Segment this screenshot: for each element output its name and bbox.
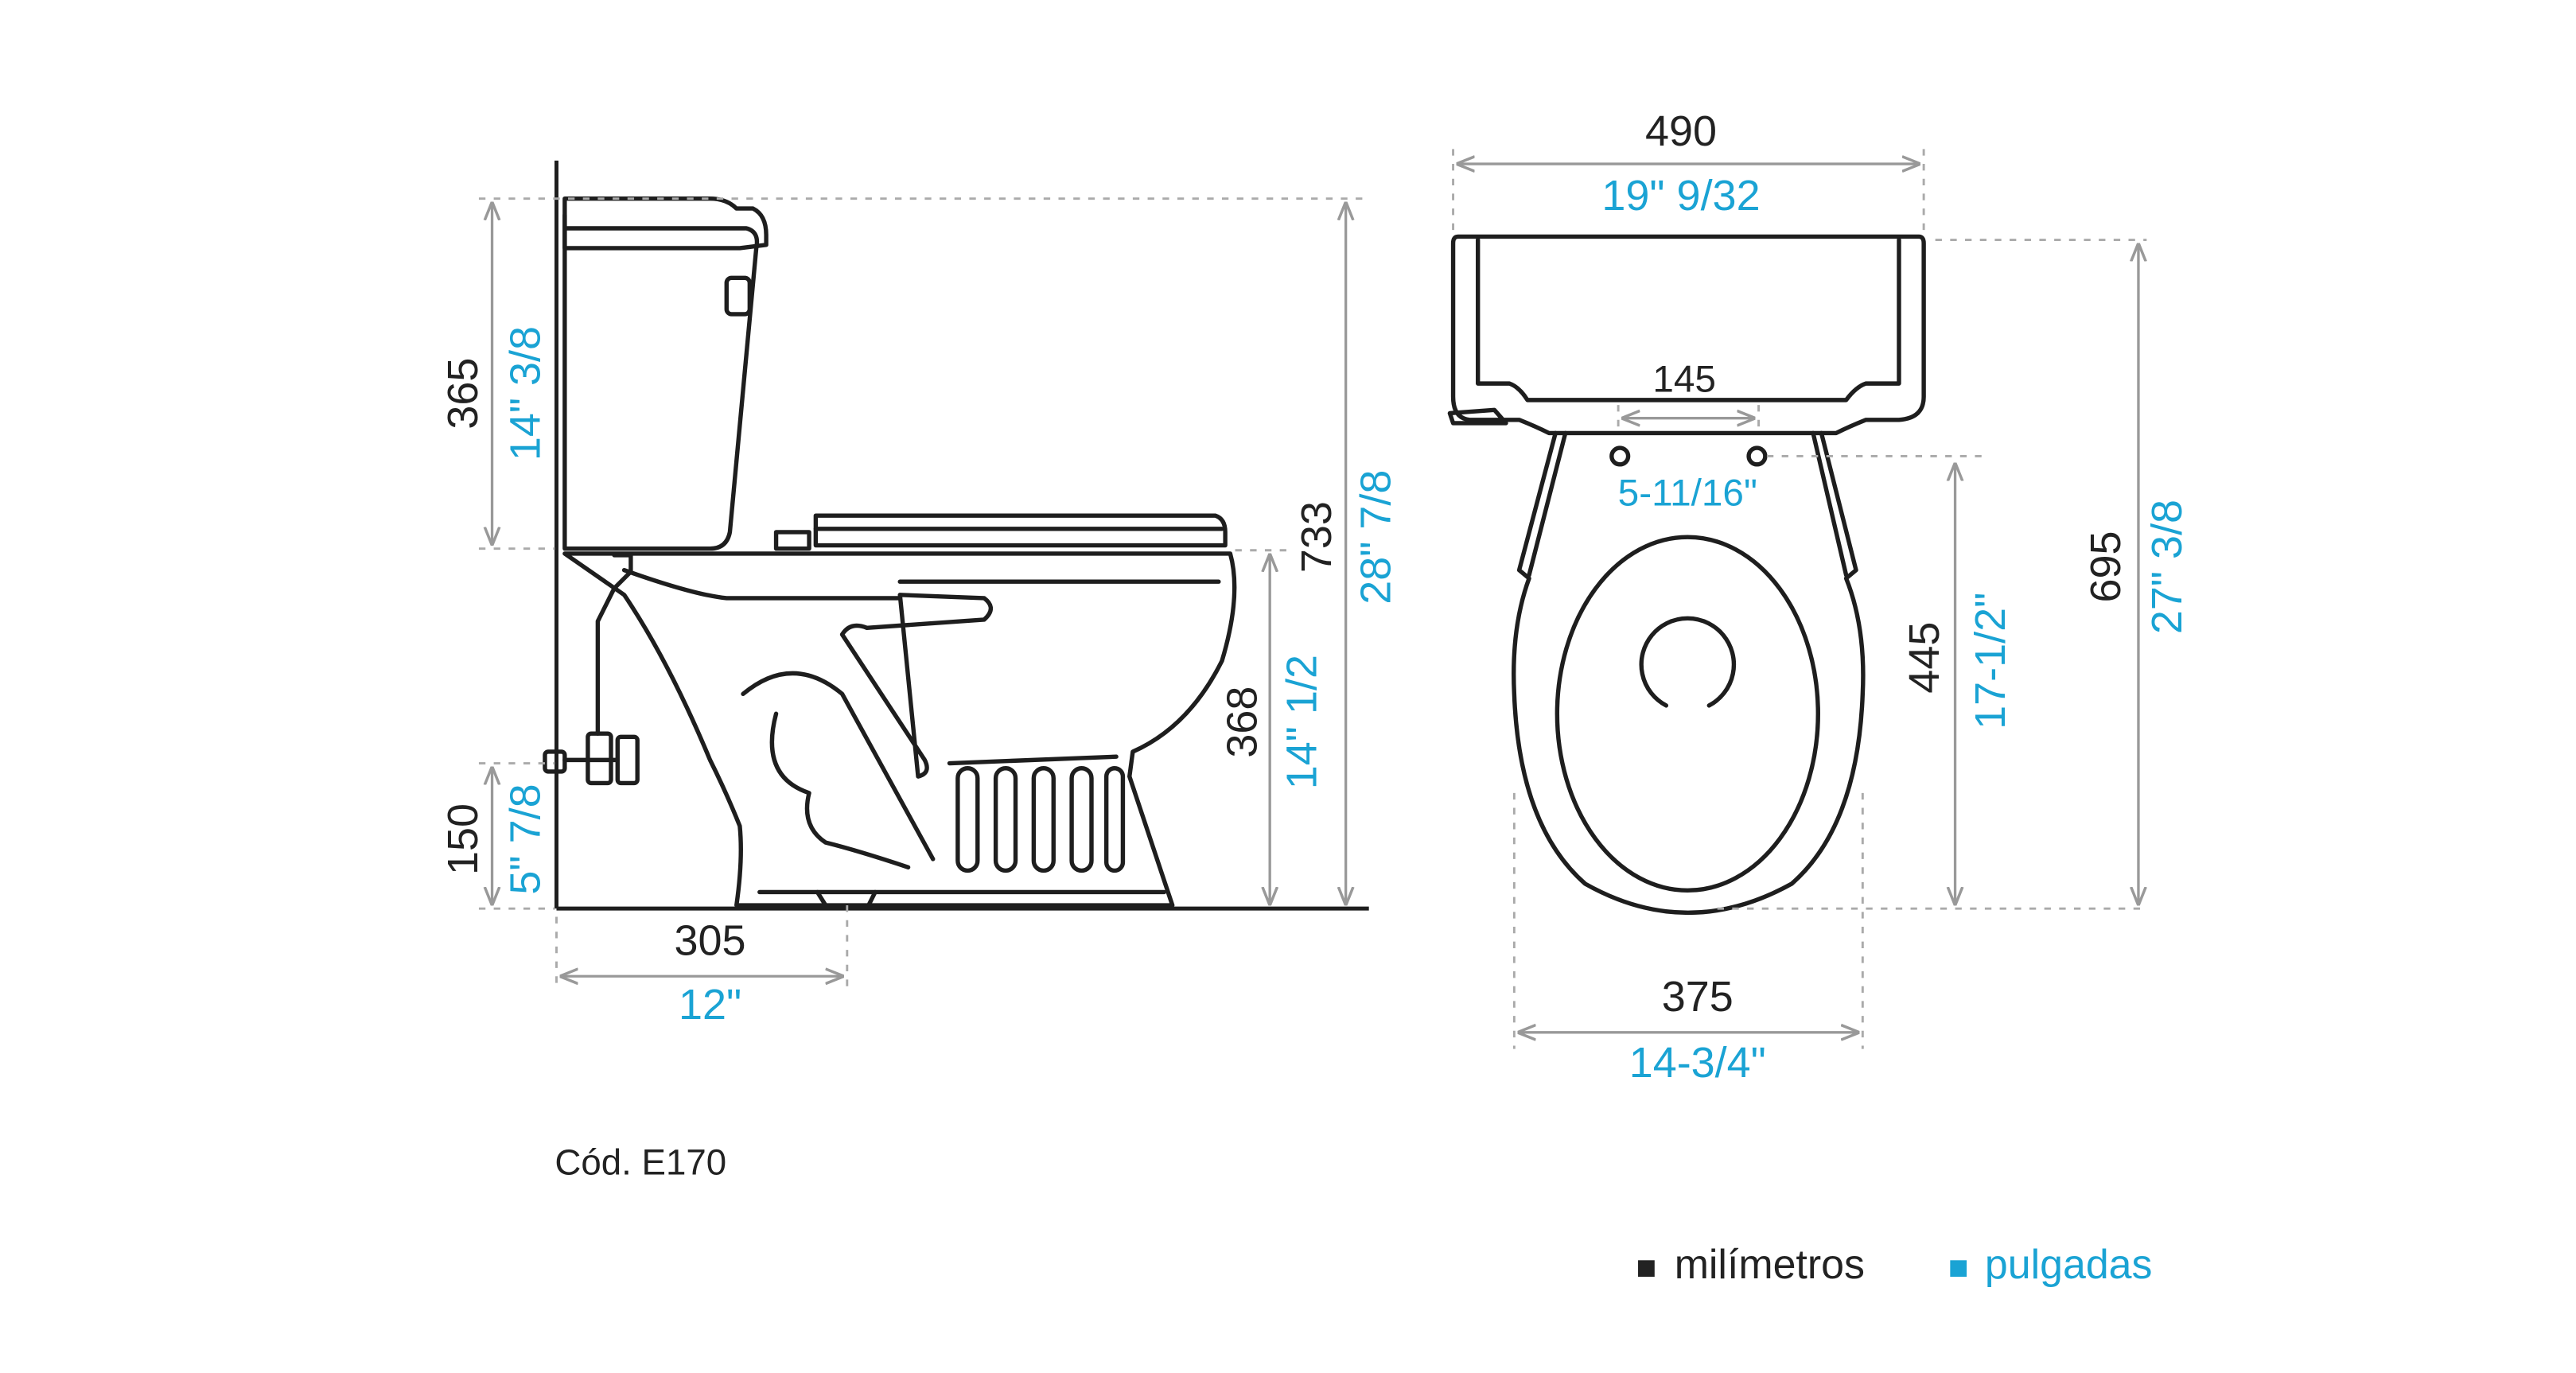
top-view: 490 19" 9/32 145 5-11/16" 445 17-1/2" 69…: [1447, 107, 2191, 1087]
inlet-height-in: 5" 7/8: [502, 784, 550, 894]
side-view: 365 14" 3/8 150 5" 7/8 733 28" 7/8 368 1…: [439, 160, 1400, 1029]
legend-millimeters-swatch: [1638, 1260, 1655, 1278]
tank-width-in: 19" 9/32: [1601, 172, 1760, 220]
tank-height-in: 14" 3/8: [502, 326, 550, 461]
product-code: Cód. E170: [555, 1142, 726, 1182]
bowl-width-in: 14-3/4": [1629, 1039, 1766, 1087]
rough-in-in: 12": [679, 981, 741, 1029]
tank-width-mm: 490: [1645, 107, 1717, 155]
bolt-spacing-in: 5-11/16": [1618, 473, 1757, 515]
legend-millimeters-label: milímetros: [1675, 1241, 1865, 1287]
bolt-spacing-mm: 145: [1652, 358, 1716, 400]
legend: milímetros pulgadas: [1638, 1241, 2152, 1287]
bowl-height-mm: 368: [1219, 686, 1267, 758]
toilet-top-drawing: [1447, 234, 1926, 915]
toilet-side-drawing: [543, 196, 1237, 908]
bowl-length-in: 17-1/2": [1967, 593, 2014, 729]
bowl-width-mm: 375: [1662, 973, 1734, 1021]
legend-inches-label: pulgadas: [1985, 1241, 2153, 1287]
bowl-height-in: 14" 1/2: [1278, 655, 1325, 789]
tank-height-mm: 365: [439, 358, 487, 430]
legend-inches-swatch: [1950, 1260, 1967, 1278]
total-height-in: 28" 7/8: [1352, 470, 1400, 605]
pedestal-flutes: [955, 766, 1126, 873]
total-depth-in: 27" 3/8: [2143, 500, 2191, 634]
bowl-length-mm: 445: [1901, 622, 1948, 694]
total-height-mm: 733: [1293, 501, 1341, 573]
rough-in-mm: 305: [675, 916, 746, 964]
total-depth-mm: 695: [2082, 531, 2130, 603]
inlet-height-mm: 150: [439, 803, 487, 875]
